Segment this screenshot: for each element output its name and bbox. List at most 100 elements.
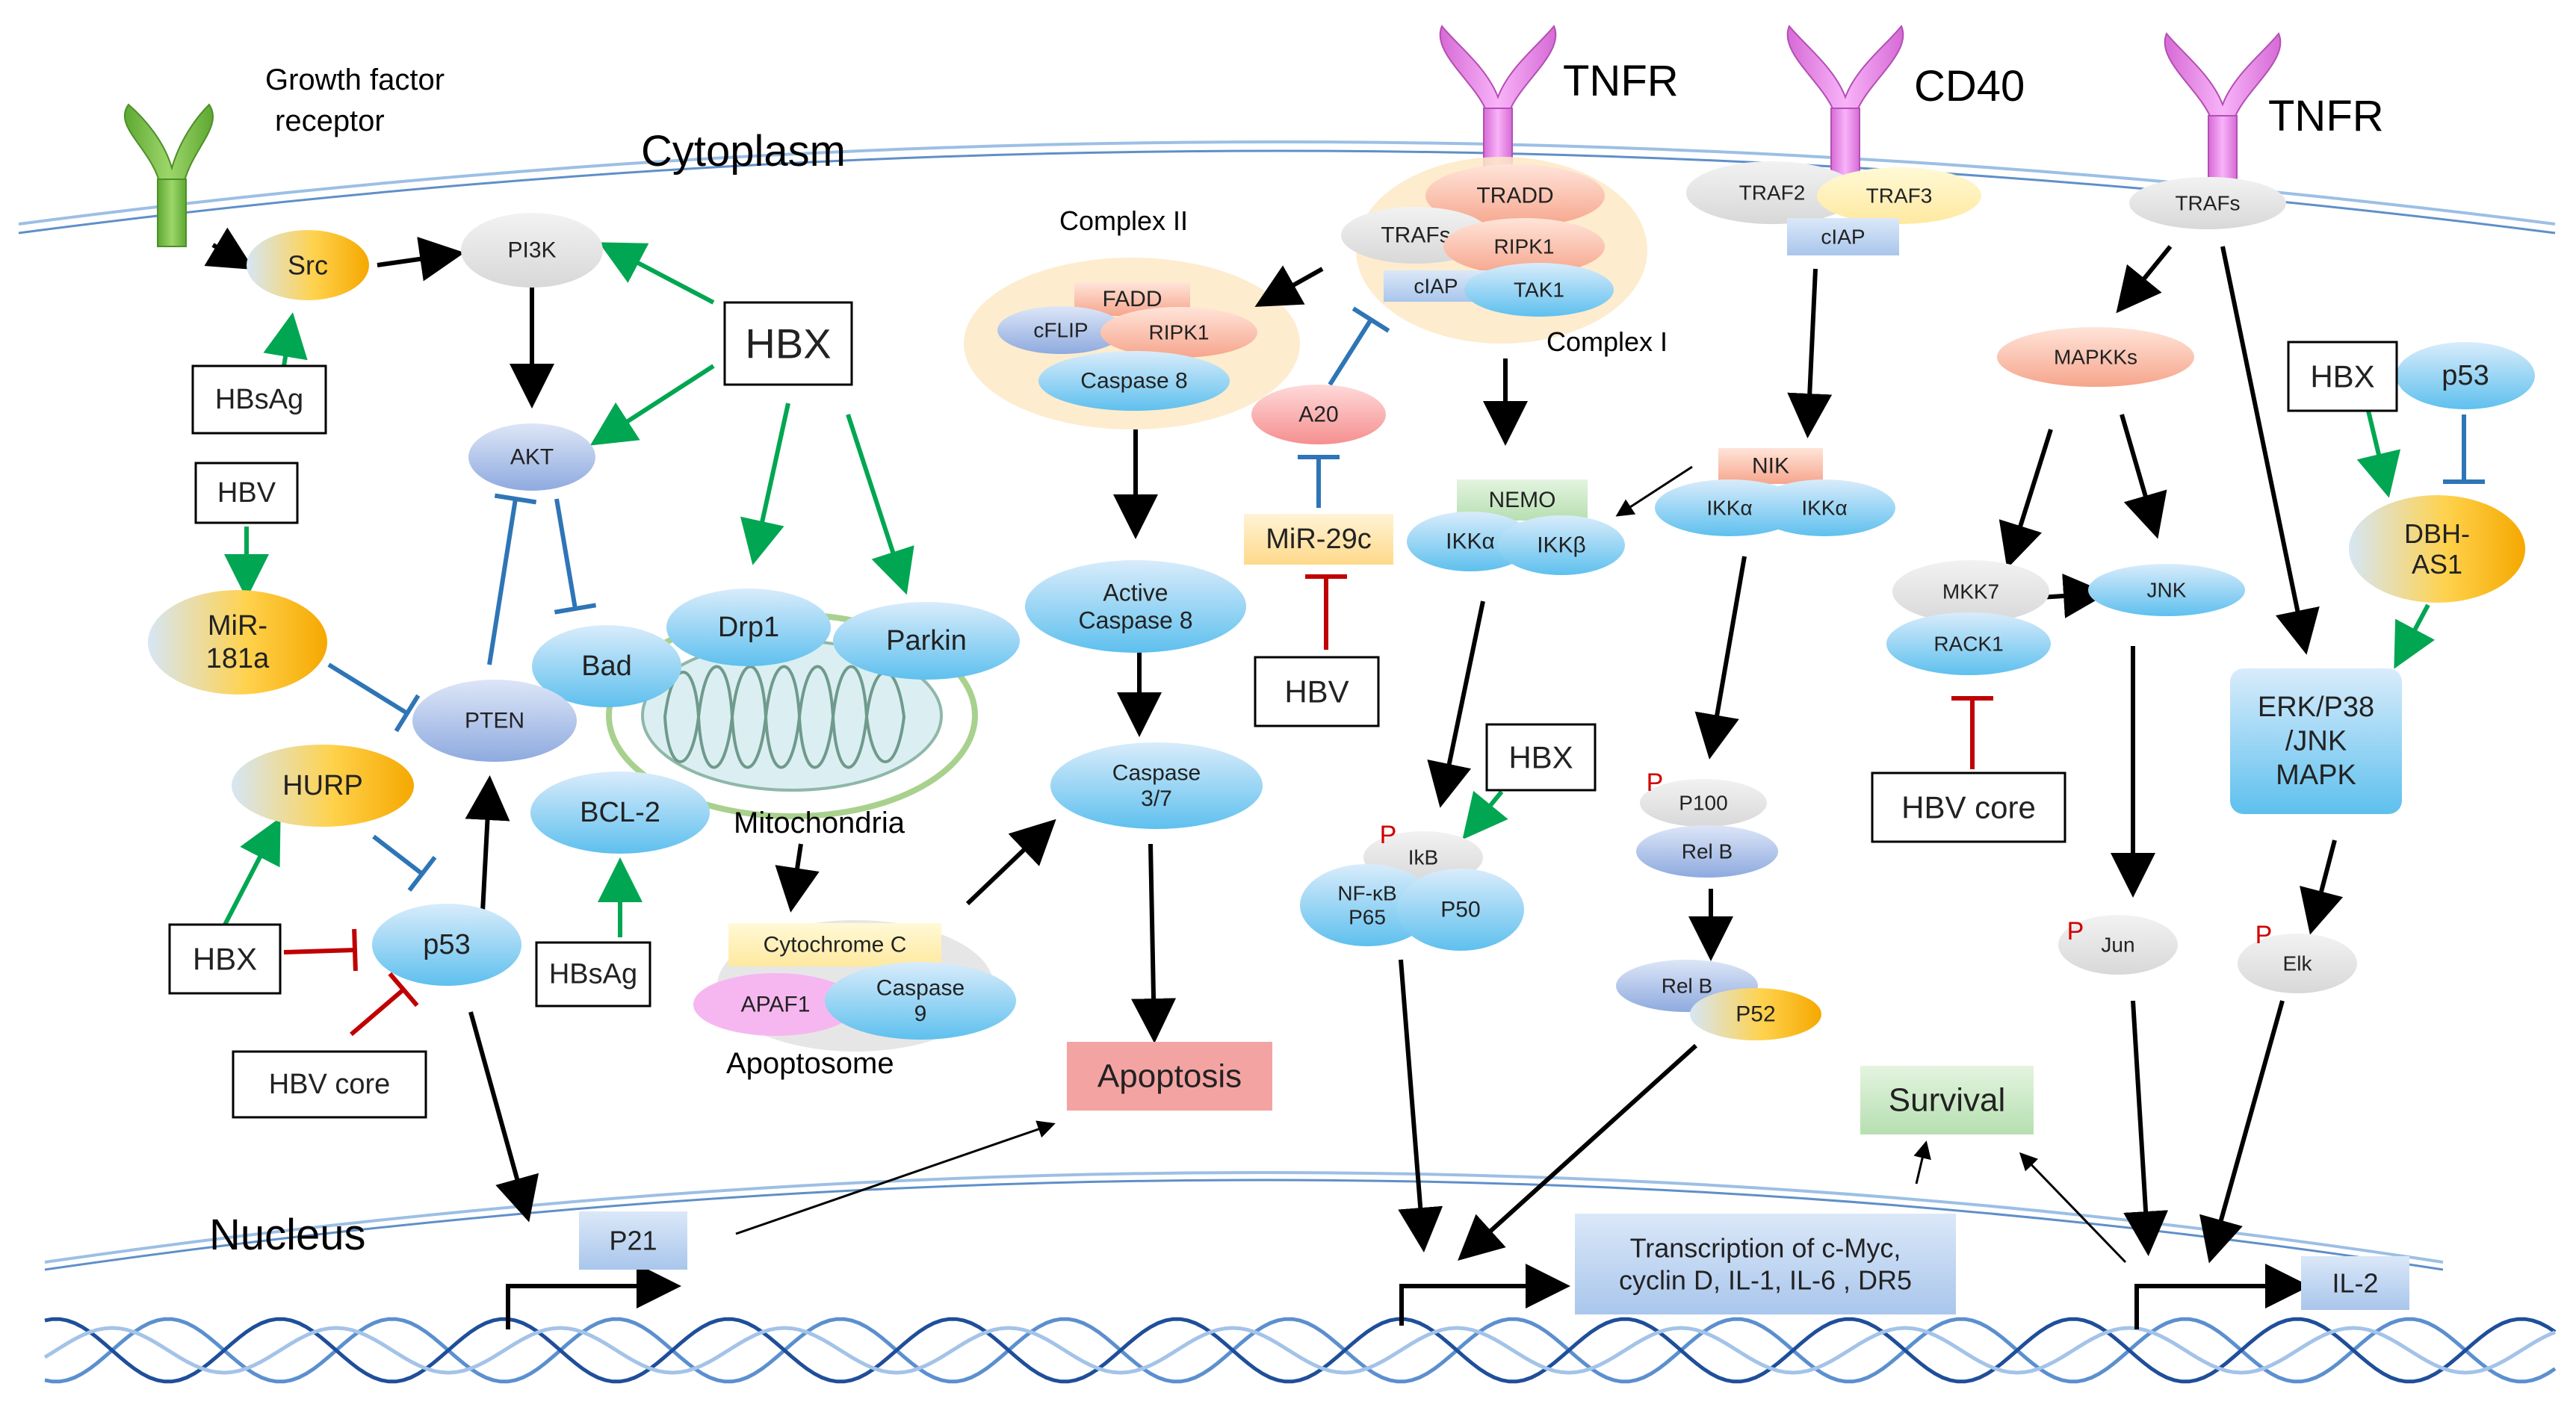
node-erk-label-2: /JNK: [2285, 726, 2347, 757]
node-elk-label: Elk: [2283, 952, 2313, 975]
node-traf3: [1817, 167, 1981, 224]
node-apaf1-label: APAF1: [741, 993, 811, 1017]
node-active-casp8-label-2: Caspase 8: [1079, 606, 1193, 633]
node-ripk1-c1-label: RIPK1: [1494, 235, 1555, 258]
node-ciap-cd40-label: cIAP: [1821, 226, 1865, 249]
label-complex-i: Complex I: [1546, 326, 1668, 357]
edge-hbx-ikb: [1462, 790, 1508, 840]
node-p52-label: P52: [1736, 1002, 1775, 1027]
node-transcription-label-1: Transcription of c-Myc,: [1630, 1232, 1901, 1263]
edge-trafs-mapkks: [2116, 245, 2173, 314]
label-growth-factor-1: Growth factor: [265, 63, 445, 96]
phospho-marker: P: [2255, 921, 2273, 949]
edge-a20-c1: [1328, 318, 1373, 386]
node-mir181a-label-2: 181a: [206, 643, 270, 674]
node-src: [247, 230, 369, 300]
node-ripk1-c1: [1443, 218, 1605, 275]
node-dbh-as1: [2349, 495, 2525, 603]
edge-hbx-p53-bar: [352, 928, 358, 972]
edge-hbx-drp1: [740, 403, 790, 565]
phospho-marker: P: [2067, 917, 2084, 946]
node-relb-1-label: Rel B: [1682, 840, 1733, 863]
mitochondria-organelle: [606, 612, 978, 819]
node-ikka-3-label: IKKα: [1801, 497, 1847, 520]
node-nfkb-label-1: NF-κB: [1337, 881, 1396, 904]
node-mkk7: [1892, 560, 2049, 623]
node-cytochrome-c-label: Cytochrome C: [764, 933, 907, 957]
edge-src-pi3k: [377, 237, 465, 282]
node-drp1: [666, 589, 831, 666]
node-tak1: [1464, 263, 1614, 317]
edge-nik-ikk: [1615, 465, 1693, 517]
node-transcription: [1575, 1214, 1956, 1314]
node-p53: [372, 904, 521, 986]
edge-p21-apoptosis: [735, 1120, 1056, 1235]
edge-elk-il2: [2199, 1000, 2285, 1264]
edge-p53-p21: [468, 1011, 539, 1223]
node-caspase9-label-2: 9: [914, 1002, 927, 1026]
node-rack1-label: RACK1: [1933, 633, 2003, 656]
node-cflip: [997, 306, 1124, 354]
edge-casp37-apoptosis: [1131, 843, 1177, 1043]
node-drp1-label: Drp1: [718, 612, 779, 643]
edge-a20-c1-bar: [1352, 306, 1390, 333]
node-p50-label: P50: [1440, 898, 1480, 922]
label-mitochondria: Mitochondria: [734, 807, 905, 839]
node-src-label: Src: [288, 250, 328, 281]
edge-hurp-p53: [372, 834, 424, 876]
box-hbvcore-left-label: HBV core: [269, 1069, 391, 1100]
node-erk-label-3: MAPK: [2276, 760, 2356, 791]
label-growth-factor-2: receptor: [275, 105, 385, 137]
node-jun: [2058, 915, 2178, 975]
node-ikkb-label: IKKβ: [1537, 533, 1586, 558]
node-hurp-label: HURP: [282, 770, 363, 801]
outcome-survival: [1860, 1066, 2034, 1134]
node-akt: [468, 423, 595, 491]
node-tak1-label: TAK1: [1514, 279, 1564, 302]
node-pi3k-label: PI3K: [507, 238, 556, 263]
promoter-p21: [506, 1264, 681, 1329]
edge-hurp-p53-bar: [407, 855, 437, 892]
label-nucleus: Nucleus: [209, 1211, 366, 1259]
box-hbsag-1-label: HBsAg: [215, 384, 303, 415]
node-a20: [1251, 385, 1386, 444]
box-hbx-left: [168, 923, 282, 995]
node-mapkks: [1997, 327, 2194, 387]
node-nfkb: [1300, 864, 1434, 946]
node-pi3k: [461, 213, 603, 288]
node-transcription-label-2: cyclin D, IL-1, IL-6 , DR5: [1619, 1265, 1912, 1296]
node-traf2: [1686, 161, 1858, 224]
box-hbv-mir29c-label: HBV: [1284, 674, 1349, 710]
node-erk: [2230, 668, 2402, 814]
edge-hbx-dbh: [2356, 410, 2401, 498]
node-caspase8-label: Caspase 8: [1080, 369, 1187, 394]
node-a20-label: A20: [1298, 403, 1338, 427]
node-ikka-2-label: IKKα: [1706, 497, 1752, 520]
node-caspase9-label-1: Caspase: [876, 975, 965, 1000]
node-caspase8: [1038, 351, 1230, 411]
promoter-il2: [2134, 1264, 2310, 1329]
node-ciap-cd40: [1787, 218, 1899, 255]
edge-akt-bad-bar: [554, 603, 597, 615]
edge-akt-bad: [554, 498, 578, 609]
node-apaf1: [693, 973, 858, 1036]
node-active-casp8-label-1: Active: [1103, 580, 1168, 606]
node-pten-label: PTEN: [465, 709, 524, 733]
node-ikka-3: [1753, 479, 1895, 536]
box-hbx-main-label: HBX: [745, 320, 831, 367]
box-hbx-ikb: [1485, 723, 1597, 792]
box-hbx-ikb-label: HBX: [1508, 740, 1573, 775]
node-ripk1-c2: [1100, 307, 1257, 358]
box-hbvcore-left: [232, 1050, 427, 1119]
node-ikka-1: [1407, 512, 1534, 571]
node-dbh-as1-label-1: DBH-: [2404, 518, 2470, 549]
box-hbvcore-right-label: HBV core: [1901, 790, 2036, 825]
label-complex-ii: Complex II: [1059, 205, 1188, 236]
label-tnfr-left: TNFR: [1563, 57, 1679, 105]
node-p21-label: P21: [609, 1226, 657, 1256]
box-hbx-main: [723, 301, 853, 386]
node-p21: [579, 1211, 687, 1270]
box-hbx-right-label: HBX: [2310, 359, 2374, 394]
edge-nfkb-transcription: [1398, 959, 1443, 1252]
